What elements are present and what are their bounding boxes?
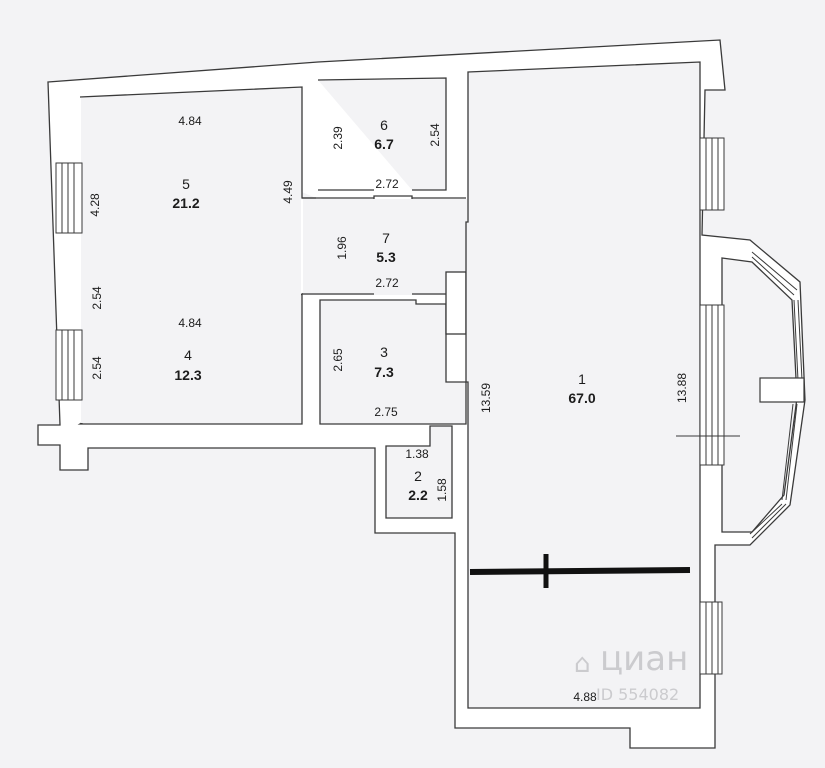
window-right-lower	[699, 601, 723, 675]
dim-room2-top: 1.38	[405, 447, 429, 461]
dim-room1-left: 13.59	[479, 383, 493, 413]
dim-room4-left-upper: 2.54	[90, 286, 104, 310]
room-1-area: 67.0	[568, 390, 595, 406]
window-left-lower	[55, 329, 83, 401]
watermark-person-icon: ⌂	[574, 649, 591, 679]
dim-room3-bottom: 2.75	[374, 405, 398, 419]
window-right-upper	[699, 137, 725, 211]
room-6-label: 6 6.7	[374, 117, 394, 152]
room-1-interior	[465, 61, 701, 709]
window-right-middle	[699, 304, 725, 466]
room-1-number: 1	[578, 371, 586, 387]
dim-room4-top: 4.84	[178, 316, 202, 330]
room-7-number: 7	[382, 230, 390, 246]
room-6-number: 6	[380, 117, 388, 133]
room-7-label: 7 5.3	[376, 230, 396, 265]
dim-room6-right: 2.54	[428, 123, 442, 147]
room-7-fill	[303, 199, 467, 295]
room-3-number: 3	[380, 344, 388, 360]
dim-room3-left: 2.65	[331, 348, 345, 372]
room-3-interior	[319, 299, 467, 425]
dim-room5-top: 4.84	[178, 114, 202, 128]
room-2-interior	[385, 425, 453, 519]
room-3-pillar	[445, 271, 467, 335]
room-4-label: 4 12.3	[174, 347, 201, 383]
watermark-id: ID 554082	[596, 685, 679, 704]
watermark: ⌂ циан ID 554082	[574, 639, 688, 704]
dim-room7-bottom: 2.72	[375, 276, 399, 290]
dim-room7-height: 1.96	[335, 236, 349, 260]
partition-marker	[469, 554, 691, 588]
room-5-number: 5	[182, 176, 190, 192]
room-2-area: 2.2	[408, 487, 428, 503]
dim-room5-right: 4.49	[281, 180, 295, 204]
room-6-area: 6.7	[374, 136, 394, 152]
window-left-upper	[55, 162, 83, 234]
room-2-label: 2 2.2	[408, 468, 428, 503]
room-6-interior	[317, 77, 447, 191]
dim-room1-bottom: 4.88	[573, 690, 597, 704]
dim-room1-right: 13.88	[675, 373, 689, 403]
room-5-area: 21.2	[172, 195, 199, 211]
dim-room5-left: 4.28	[88, 193, 102, 217]
room-4-number: 4	[184, 347, 192, 363]
room-3-area: 7.3	[374, 364, 394, 380]
room-7-area: 5.3	[376, 249, 396, 265]
room-5-label: 5 21.2	[172, 176, 199, 211]
bay-window-mullion	[759, 377, 805, 403]
room-4-5-fill	[81, 88, 301, 423]
dim-room6-bottom: 2.72	[375, 177, 399, 191]
watermark-brand: циан	[600, 639, 688, 679]
room-7-walls	[302, 197, 466, 295]
room-4-area: 12.3	[174, 367, 201, 383]
room-3-label: 3 7.3	[374, 344, 394, 380]
dim-room2-right: 1.58	[435, 478, 449, 502]
bay-window-frame	[749, 251, 804, 539]
room-1-label: 1 67.0	[568, 371, 595, 406]
dim-room6-left: 2.39	[331, 126, 345, 150]
dim-room4-left-lower: 2.54	[90, 356, 104, 380]
room-2-number: 2	[414, 468, 422, 484]
